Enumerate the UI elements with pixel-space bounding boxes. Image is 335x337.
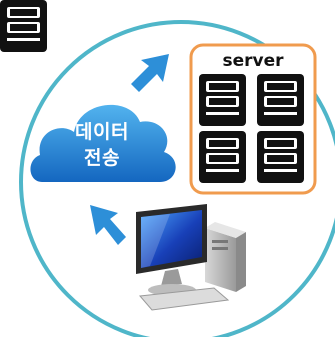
server-label: server <box>222 51 284 71</box>
server-rack-icon <box>0 0 304 183</box>
cloud-label-line2: 전송 <box>84 147 120 169</box>
arrow-icon <box>90 54 169 245</box>
desktop-computer-icon <box>136 204 246 311</box>
cloud-icon <box>30 104 176 182</box>
ring-circle <box>19 20 335 337</box>
cloud-label-line1: 데이터 <box>75 121 129 143</box>
